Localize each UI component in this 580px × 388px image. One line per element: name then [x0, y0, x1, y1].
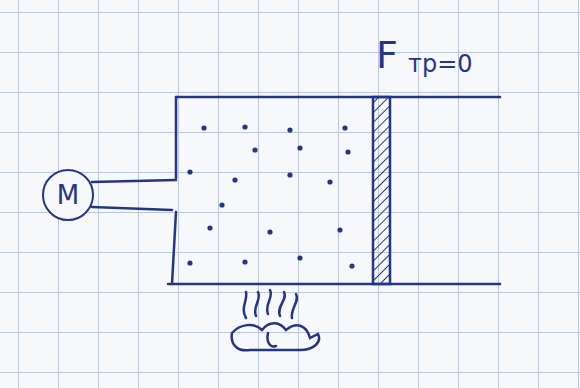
gas-particle [297, 145, 302, 150]
cylinder-wall [172, 97, 176, 284]
piston [373, 97, 390, 284]
gas-particle [187, 260, 192, 265]
gas-particle [242, 259, 247, 264]
manometer-pipe [92, 180, 176, 210]
gas-particles [187, 124, 354, 268]
gas-particle [252, 147, 257, 152]
gas-particle [287, 127, 292, 132]
force-subscript: тр=0 [408, 52, 473, 76]
gas-particle [201, 125, 206, 130]
gas-particle [342, 125, 347, 130]
gas-particle [187, 169, 192, 174]
gas-particle [219, 202, 224, 207]
burner [232, 323, 319, 350]
gas-particle [242, 124, 247, 129]
gas-particle [349, 263, 354, 268]
gas-particle [232, 177, 237, 182]
gas-particle [327, 179, 332, 184]
gas-particle [287, 172, 292, 177]
gas-particle [345, 149, 350, 154]
gas-particle [337, 227, 342, 232]
cylinder-top [176, 96, 500, 99]
burner-detail [267, 333, 276, 346]
force-symbol: F [376, 36, 398, 74]
manometer-letter: M [57, 182, 79, 208]
flame [244, 290, 297, 318]
cylinder-bottom [168, 283, 500, 286]
gas-particle [267, 229, 272, 234]
gas-particle [297, 255, 302, 260]
gas-particle [207, 225, 212, 230]
manometer-circle: M [42, 169, 94, 221]
